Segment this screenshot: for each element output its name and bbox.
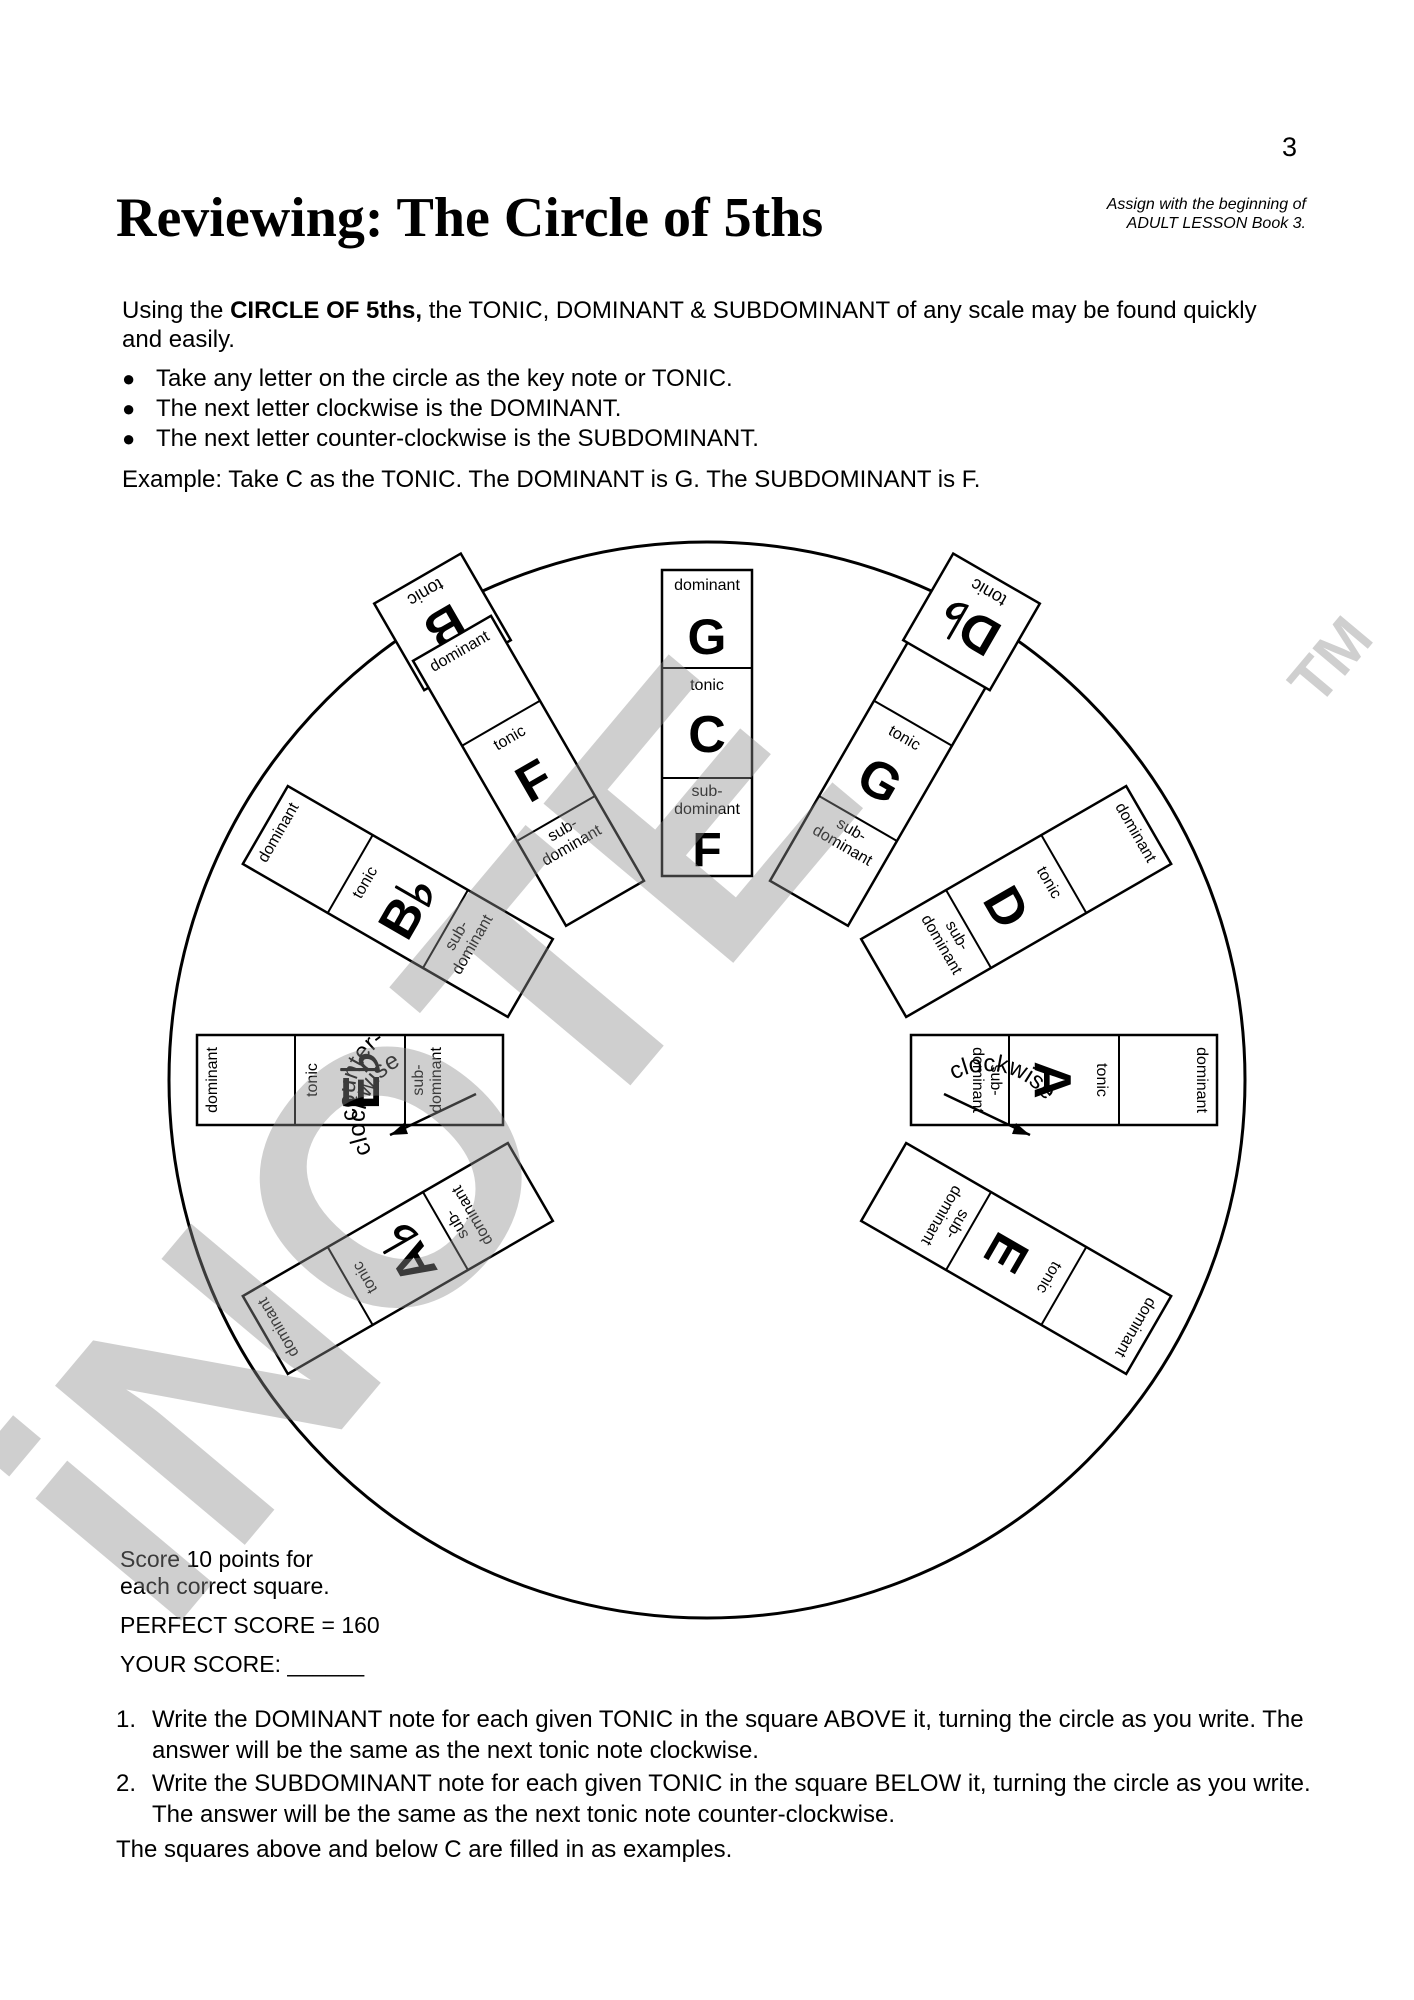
tonic-label: tonic — [1093, 1063, 1110, 1097]
bullet-icon: ● — [122, 426, 136, 451]
card-outline — [909, 1033, 1219, 1127]
card-divider — [945, 1191, 992, 1271]
intro-sentence: Using the CIRCLE OF 5ths, the TONIC, DOM… — [122, 297, 1257, 353]
subdominant-label: dominant — [969, 1047, 986, 1113]
card-outline — [195, 1033, 505, 1127]
card-outline — [859, 1141, 1173, 1376]
assign-note-line: ADULT LESSON Book 3. — [1126, 215, 1306, 232]
card-divider — [516, 795, 596, 842]
bullet-item: ●Take any letter on the circle as the ke… — [122, 365, 733, 392]
dominant-label: dominant — [1193, 1047, 1210, 1113]
score-box: Score 10 points for each correct square.… — [120, 1546, 380, 1678]
tonic-label: tonic — [304, 1063, 321, 1097]
subdominant-label: dominant — [674, 801, 740, 818]
subdominant-answer: F — [692, 824, 721, 877]
dominant-answer: G — [688, 609, 727, 665]
dominant-label: dominant — [674, 577, 740, 594]
bullet-item: ●The next letter counter-clockwise is th… — [122, 425, 759, 452]
card-outline — [859, 784, 1173, 1019]
card-divider — [1040, 1246, 1088, 1326]
card-divider — [945, 889, 992, 969]
card-divider — [326, 1246, 374, 1326]
card-divider — [1040, 834, 1088, 914]
intro-bullets: ●Take any letter on the circle as the ke… — [122, 364, 1302, 453]
subdominant-label: sub- — [987, 1064, 1004, 1095]
tonic-letter: C — [688, 706, 726, 764]
card-divider — [326, 834, 374, 914]
bullet-icon: ● — [122, 366, 136, 391]
card-divider — [422, 889, 469, 969]
bullet-item: ●The next letter clockwise is the DOMINA… — [122, 395, 622, 422]
card-divider — [461, 699, 541, 747]
assign-note: Assign with the beginning of ADULT LESSO… — [1030, 195, 1306, 233]
score-rule: Score 10 points for — [120, 1546, 314, 1572]
note-card: D♭tonic — [901, 551, 1042, 692]
tonic-letter: A — [1023, 1061, 1081, 1099]
card-outline — [241, 784, 555, 1019]
instruction-item: 1.Write the DOMINANT note for each given… — [116, 1706, 1304, 1764]
perfect-score: PERFECT SCORE = 160 — [120, 1612, 380, 1638]
score-rule: each correct square. — [120, 1573, 330, 1599]
example-line: Example: Take C as the TONIC. The DOMINA… — [122, 466, 981, 493]
subdominant-label: sub- — [691, 783, 722, 800]
page-title: Reviewing: The Circle of 5ths — [116, 187, 824, 249]
card-divider — [818, 795, 898, 842]
your-score: YOUR SCORE: ______ — [120, 1651, 365, 1677]
tonic-square — [901, 551, 1042, 692]
clockwise-arrowhead-icon — [1012, 1123, 1030, 1135]
instructions: 1.Write the DOMINANT note for each given… — [116, 1704, 1316, 1865]
subdominant-label: dominant — [428, 1047, 445, 1113]
tonic-letter: E♭ — [333, 1050, 391, 1109]
card-outline — [241, 1141, 555, 1376]
card-outline — [660, 568, 754, 878]
bullet-icon: ● — [122, 396, 136, 421]
instruction-item: 2.Write the SUBDOMINANT note for each gi… — [116, 1770, 1311, 1828]
note-card: dominant tonic E♭ sub-dominant — [195, 1033, 505, 1127]
tonic-label: tonic — [690, 677, 724, 694]
page-number: 3 — [1282, 132, 1298, 162]
intro-section: Using the CIRCLE OF 5ths, the TONIC, DOM… — [122, 296, 1302, 494]
assign-note-line: Assign with the beginning of — [1106, 196, 1306, 213]
dominant-label: dominant — [204, 1047, 221, 1113]
subdominant-label: sub- — [410, 1064, 427, 1095]
counter-clockwise-arrowhead-icon — [390, 1123, 408, 1135]
circle-outline — [167, 540, 1247, 1620]
card-outline — [411, 614, 646, 928]
card-divider — [873, 699, 953, 747]
instructions-footer: The squares above and below C are filled… — [116, 1836, 733, 1863]
circle-of-fifths: dominantGtonicCsub-dominantFdominanttoni… — [167, 540, 1247, 1620]
card-divider — [422, 1191, 469, 1271]
